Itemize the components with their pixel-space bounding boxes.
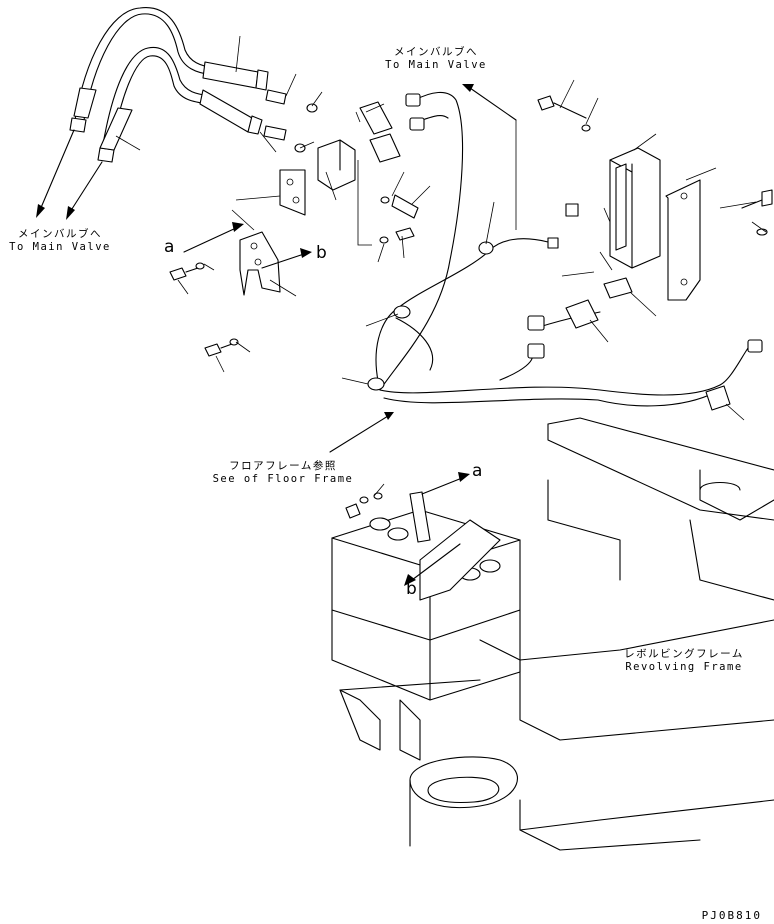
floor-frame-callout-en: See of Floor Frame [212,473,354,485]
ref-letter-b-upper: b [316,243,327,263]
main-valve-callout-top-jp: メインバルブへ [394,46,478,58]
reference-arrows [183,84,517,586]
drawing-code: PJ0B810 [701,909,762,922]
main-valve-callout-left: メインバルブへ To Main Valve [0,228,120,254]
ref-letter-a-upper: a [164,237,175,257]
valve-block-assembly [169,101,419,357]
main-valve-callout-top: メインバルブへ To Main Valve [376,46,496,72]
controller-assembly [537,95,773,301]
battery [331,491,521,701]
leader-lines [115,35,767,497]
revolving-frame-callout-jp: レボルビングフレーム [624,648,744,660]
main-valve-callout-top-en: To Main Valve [385,59,487,71]
wiring-harness [367,91,763,411]
ref-letter-a-lower: a [472,461,483,481]
main-valve-callout-left-en: To Main Valve [9,241,111,253]
hydraulic-hoses [69,7,318,163]
revolving-frame [339,417,774,851]
floor-frame-callout-jp: フロアフレーム参照 [229,460,337,472]
main-valve-callout-left-jp: メインバルブへ [18,228,102,240]
revolving-frame-callout-en: Revolving Frame [625,661,743,673]
revolving-frame-callout: レボルビングフレーム Revolving Frame [610,648,758,674]
main-valve-arrows-left [36,129,103,220]
ref-letter-b-lower: b [406,579,417,599]
floor-frame-callout: フロアフレーム参照 See of Floor Frame [208,460,358,486]
